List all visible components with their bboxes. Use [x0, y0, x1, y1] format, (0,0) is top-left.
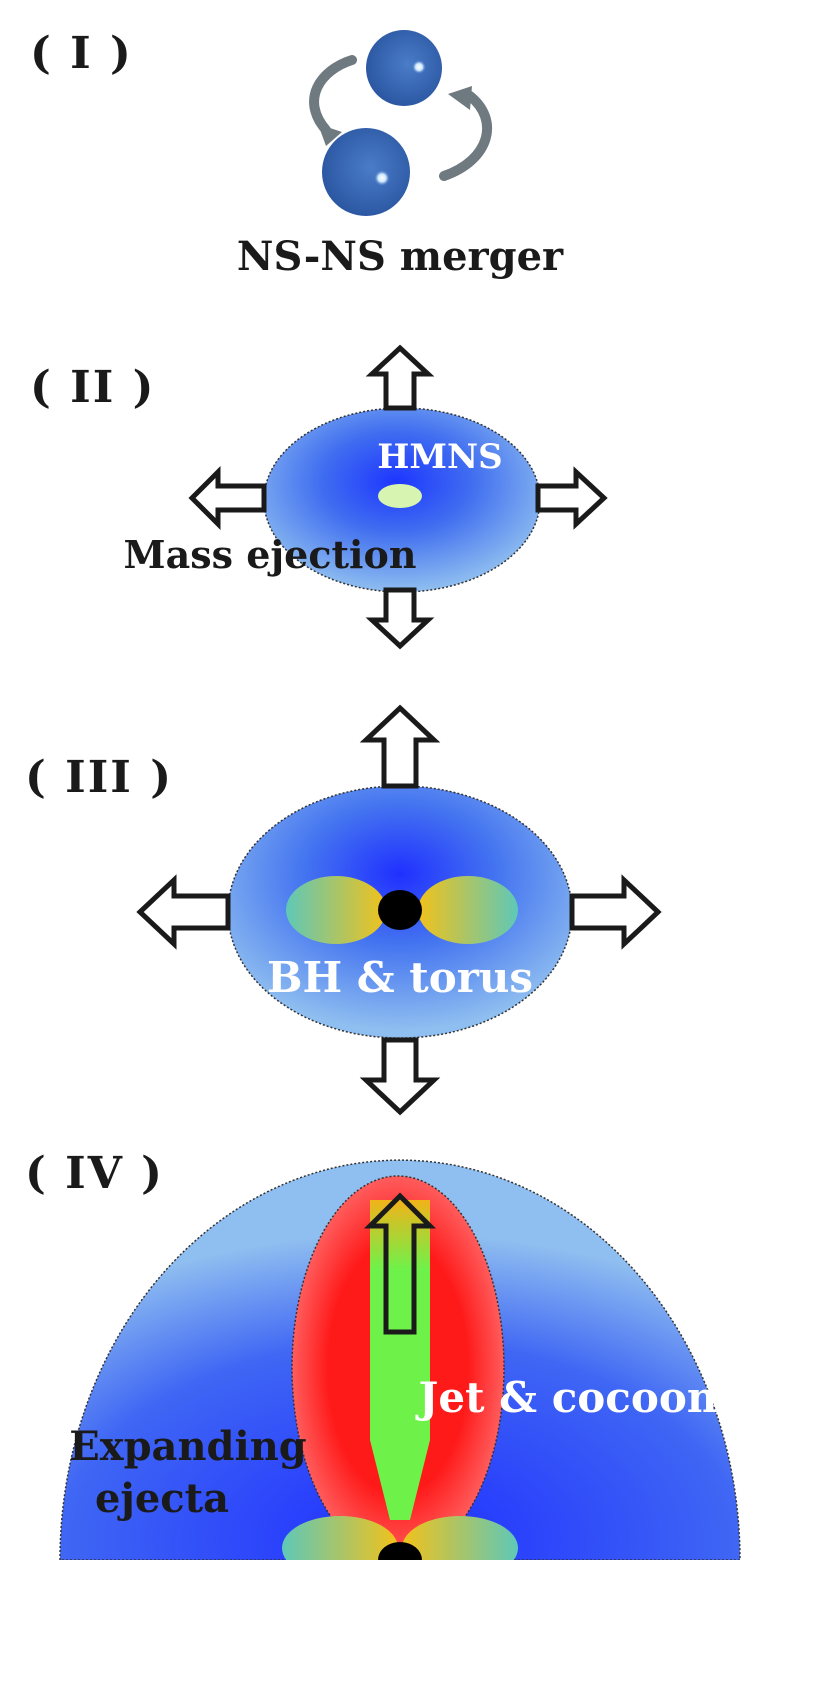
stage-3-bh-torus: BH & torus	[136, 704, 662, 1116]
base-mask	[0, 1560, 830, 1683]
stage-2-hmns: HMNS Mass ejection	[124, 344, 608, 650]
arrow-up-icon	[359, 704, 441, 789]
stage-1-merger: NS-NS merger	[237, 30, 564, 280]
stage-label-3: ( III )	[25, 752, 174, 803]
arrow-right-icon	[535, 466, 608, 530]
jet-head	[370, 1200, 430, 1270]
neutron-star-top	[366, 30, 442, 106]
mass-ejection-label: Mass ejection	[124, 532, 417, 577]
stage-label-4: ( IV )	[25, 1148, 164, 1199]
stage-label-2: ( II )	[30, 362, 156, 413]
star-glint-top	[409, 57, 429, 77]
arrow-right-icon	[569, 874, 662, 950]
orbit-arrow-left-icon	[309, 55, 357, 135]
neutron-star-bottom	[322, 128, 410, 216]
torus-right	[418, 876, 518, 944]
stage-4-jet-cocoon: Jet & cocoon Expanding ejecta	[0, 1159, 830, 1683]
arrow-down-icon	[365, 587, 435, 650]
arrow-left-icon	[136, 874, 231, 950]
arrow-up-icon	[365, 344, 435, 411]
orbit-arrowhead-right	[448, 86, 472, 110]
expanding-label: Expanding	[69, 1423, 307, 1470]
arrow-down-icon	[359, 1037, 441, 1116]
jet-cocoon-label: Jet & cocoon	[415, 1373, 718, 1422]
hmns-label: HMNS	[377, 437, 502, 477]
black-hole	[378, 890, 422, 930]
jet-arrow-icon	[363, 1192, 437, 1335]
orbit-arrowhead-left	[318, 124, 342, 146]
stage-label-1: ( I )	[30, 28, 133, 79]
ejecta-label: ejecta	[95, 1475, 229, 1522]
torus-left	[286, 876, 386, 944]
arrow-left-icon	[188, 465, 267, 531]
hmns-core	[378, 484, 422, 508]
orbit-arrow-right-icon	[439, 91, 492, 181]
merger-caption: NS-NS merger	[237, 233, 564, 280]
bh-torus-label: BH & torus	[267, 953, 533, 1002]
